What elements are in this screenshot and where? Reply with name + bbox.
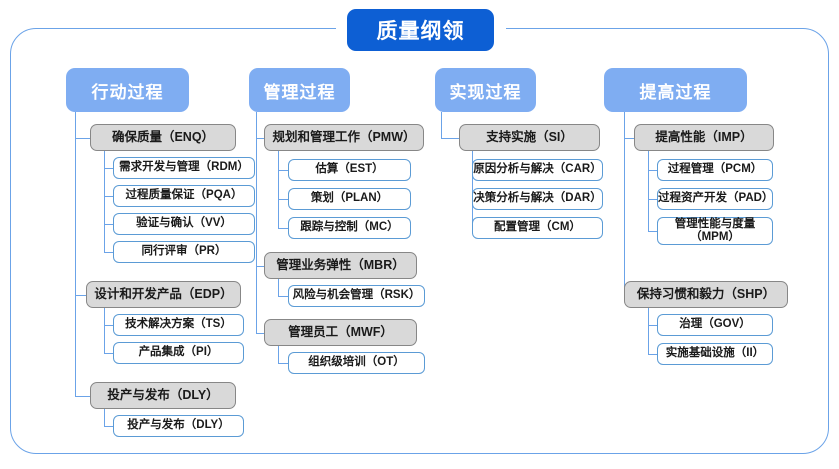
- group-stub-1-2: [75, 294, 86, 296]
- group-stub-3-1: [441, 137, 459, 139]
- column-header-2[interactable]: 管理过程: [249, 68, 350, 112]
- group-subtrunk-1-1: [104, 151, 106, 252]
- item-stub-1-2-2: [104, 353, 113, 355]
- leaf-box-2-1-1[interactable]: 估算（EST）: [288, 159, 411, 181]
- leaf-box-4-2-1[interactable]: 治理（GOV）: [657, 314, 773, 336]
- leaf-box-1-1-1[interactable]: 需求开发与管理（RDM）: [113, 157, 255, 179]
- item-stub-2-1-2: [278, 199, 288, 201]
- column-header-3[interactable]: 实现过程: [435, 68, 536, 112]
- group-stub-1-3: [75, 395, 90, 397]
- leaf-box-2-2-1[interactable]: 风险与机会管理（RSK）: [288, 285, 425, 307]
- group-subtrunk-4-2: [648, 308, 650, 354]
- item-stub-4-2-2: [648, 354, 657, 356]
- item-stub-4-1-1: [648, 170, 657, 172]
- item-stub-2-3-1: [278, 363, 288, 365]
- group-stub-4-1: [624, 137, 634, 139]
- column-header-1[interactable]: 行动过程: [66, 68, 189, 112]
- item-stub-1-1-1: [104, 168, 113, 170]
- group-subtrunk-2-3: [278, 346, 280, 363]
- group-box-2-3[interactable]: 管理员工（MWF）: [264, 319, 417, 346]
- group-subtrunk-1-2: [104, 308, 106, 353]
- group-box-4-1[interactable]: 提高性能（IMP）: [634, 124, 774, 151]
- leaf-box-1-1-2[interactable]: 过程质量保证（PQA）: [113, 185, 255, 207]
- group-stub-2-2: [256, 265, 264, 267]
- leaf-box-3-1-1[interactable]: 原因分析与解决（CAR）: [472, 159, 603, 181]
- leaf-box-2-1-2[interactable]: 策划（PLAN）: [288, 188, 411, 210]
- group-subtrunk-4-1: [648, 151, 650, 231]
- item-stub-4-1-3: [648, 231, 657, 233]
- group-box-4-2[interactable]: 保持习惯和毅力（SHP）: [624, 281, 788, 308]
- item-stub-4-1-2: [648, 199, 657, 201]
- group-stub-2-1: [256, 137, 264, 139]
- group-box-1-2[interactable]: 设计和开发产品（EDP）: [86, 281, 241, 308]
- item-stub-2-1-1: [278, 170, 288, 172]
- column-trunk-4: [624, 112, 626, 295]
- leaf-box-1-1-4[interactable]: 同行评审（PR）: [113, 241, 255, 263]
- group-stub-2-3: [256, 332, 264, 334]
- column-header-4[interactable]: 提高过程: [604, 68, 747, 112]
- leaf-box-1-3-1[interactable]: 投产与发布（DLY）: [113, 415, 244, 437]
- item-stub-1-1-2: [104, 196, 113, 198]
- diagram-title: 质量纲领: [347, 9, 494, 51]
- leaf-box-1-2-1[interactable]: 技术解决方案（TS）: [113, 314, 244, 336]
- group-box-3-1[interactable]: 支持实施（SI）: [459, 124, 600, 151]
- leaf-box-1-2-2[interactable]: 产品集成（PI）: [113, 342, 244, 364]
- item-stub-2-1-3: [278, 228, 288, 230]
- group-box-1-1[interactable]: 确保质量（ENQ）: [90, 124, 236, 151]
- group-stub-1-1: [75, 137, 90, 139]
- item-stub-1-1-4: [104, 252, 113, 254]
- column-trunk-3: [441, 112, 443, 138]
- leaf-box-3-1-3[interactable]: 配置管理（CM）: [472, 217, 603, 239]
- leaf-box-2-1-3[interactable]: 跟踪与控制（MC）: [288, 217, 411, 239]
- group-box-2-1[interactable]: 规划和管理工作（PMW）: [264, 124, 424, 151]
- leaf-box-2-3-1[interactable]: 组织级培训（OT）: [288, 352, 425, 374]
- leaf-box-3-1-2[interactable]: 决策分析与解决（DAR）: [472, 188, 603, 210]
- group-box-1-3[interactable]: 投产与发布（DLY）: [90, 382, 236, 409]
- item-stub-1-3-1: [104, 426, 113, 428]
- group-subtrunk-1-3: [104, 409, 106, 426]
- item-stub-1-2-1: [104, 325, 113, 327]
- leaf-box-1-1-3[interactable]: 验证与确认（VV）: [113, 213, 255, 235]
- item-stub-2-2-1: [278, 296, 288, 298]
- leaf-box-4-1-2[interactable]: 过程资产开发（PAD）: [657, 188, 773, 210]
- item-stub-1-1-3: [104, 224, 113, 226]
- group-subtrunk-2-2: [278, 279, 280, 296]
- item-stub-4-2-1: [648, 325, 657, 327]
- column-trunk-2: [256, 112, 258, 333]
- group-box-2-2[interactable]: 管理业务弹性（MBR）: [264, 252, 417, 279]
- leaf-box-4-1-3[interactable]: 管理性能与度量（MPM）: [657, 217, 773, 245]
- leaf-box-4-2-2[interactable]: 实施基础设施（II）: [657, 343, 773, 365]
- column-trunk-1: [75, 112, 77, 396]
- leaf-box-4-1-1[interactable]: 过程管理（PCM）: [657, 159, 773, 181]
- group-subtrunk-2-1: [278, 151, 280, 228]
